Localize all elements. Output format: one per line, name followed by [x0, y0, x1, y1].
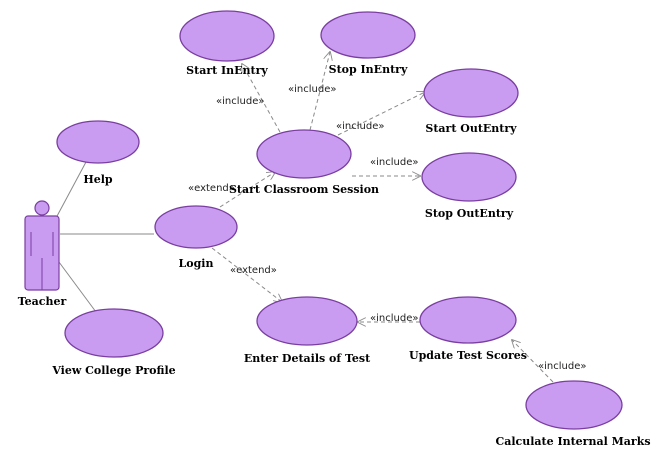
- use-case-label: Start OutEntry: [425, 122, 517, 135]
- use-case-label: Enter Details of Test: [244, 352, 371, 365]
- actor-name: Teacher: [18, 295, 67, 308]
- use-case-label: Calculate Internal Marks: [495, 435, 650, 448]
- use-case-login[interactable]: Login: [154, 205, 238, 270]
- stereotype-extend-enter-details-of-test: «extend»: [230, 265, 277, 276]
- use-case-help[interactable]: Help: [56, 120, 140, 186]
- stereotype-extend-start-classroom-session: «extend»: [188, 183, 235, 194]
- use-case-stop-outentry[interactable]: Stop OutEntry: [421, 152, 517, 220]
- use-case-label: View College Profile: [51, 364, 175, 377]
- use-case-start-classroom-session[interactable]: Start Classroom Session: [229, 129, 379, 196]
- include-calculate-to-update-test-scores: [512, 340, 554, 383]
- use-case-label: Start Classroom Session: [229, 183, 379, 196]
- use-case-label: Stop OutEntry: [425, 207, 514, 220]
- use-case-update-test-scores[interactable]: Update Test Scores: [409, 296, 527, 362]
- use-case-label: Start InEntry: [186, 64, 268, 77]
- extend-login-to-start-classroom-session: [219, 172, 275, 208]
- actor-head: [34, 200, 50, 216]
- use-case-label: Login: [179, 257, 214, 270]
- include-to-start-inentry: [242, 64, 281, 133]
- use-case-label: Update Test Scores: [409, 349, 527, 362]
- use-case-label: Help: [83, 173, 113, 186]
- stereotype-include-update-test-scores: «include»: [370, 313, 418, 324]
- stereotype-include-calculate-internal-marks: «include»: [538, 361, 586, 372]
- use-case-start-outentry[interactable]: Start OutEntry: [423, 68, 519, 135]
- stereotype-include-stop-inentry: «include»: [288, 84, 336, 95]
- use-case-stop-inentry[interactable]: Stop InEntry: [320, 11, 416, 76]
- use-case-calculate-internal-marks[interactable]: Calculate Internal Marks: [495, 380, 651, 448]
- use-case-label: Stop InEntry: [329, 63, 408, 76]
- stereotype-include-start-outentry: «include»: [336, 121, 384, 132]
- extend-login-to-enter-details-of-test: [211, 247, 282, 302]
- association-teacher-view-college-profile: [55, 257, 97, 313]
- stereotype-include-start-inentry: «include»: [216, 96, 264, 107]
- use-case-view-college-profile[interactable]: View College Profile: [51, 308, 176, 377]
- teacher-actor[interactable]: Teacher: [18, 200, 67, 308]
- stereotype-include-stop-outentry: «include»: [370, 157, 418, 168]
- include-to-start-outentry: [337, 92, 425, 136]
- use-case-enter-details-of-test[interactable]: Enter Details of Test: [244, 296, 371, 365]
- association-teacher-help: [55, 161, 87, 219]
- use-case-start-inentry[interactable]: Start InEntry: [179, 10, 275, 77]
